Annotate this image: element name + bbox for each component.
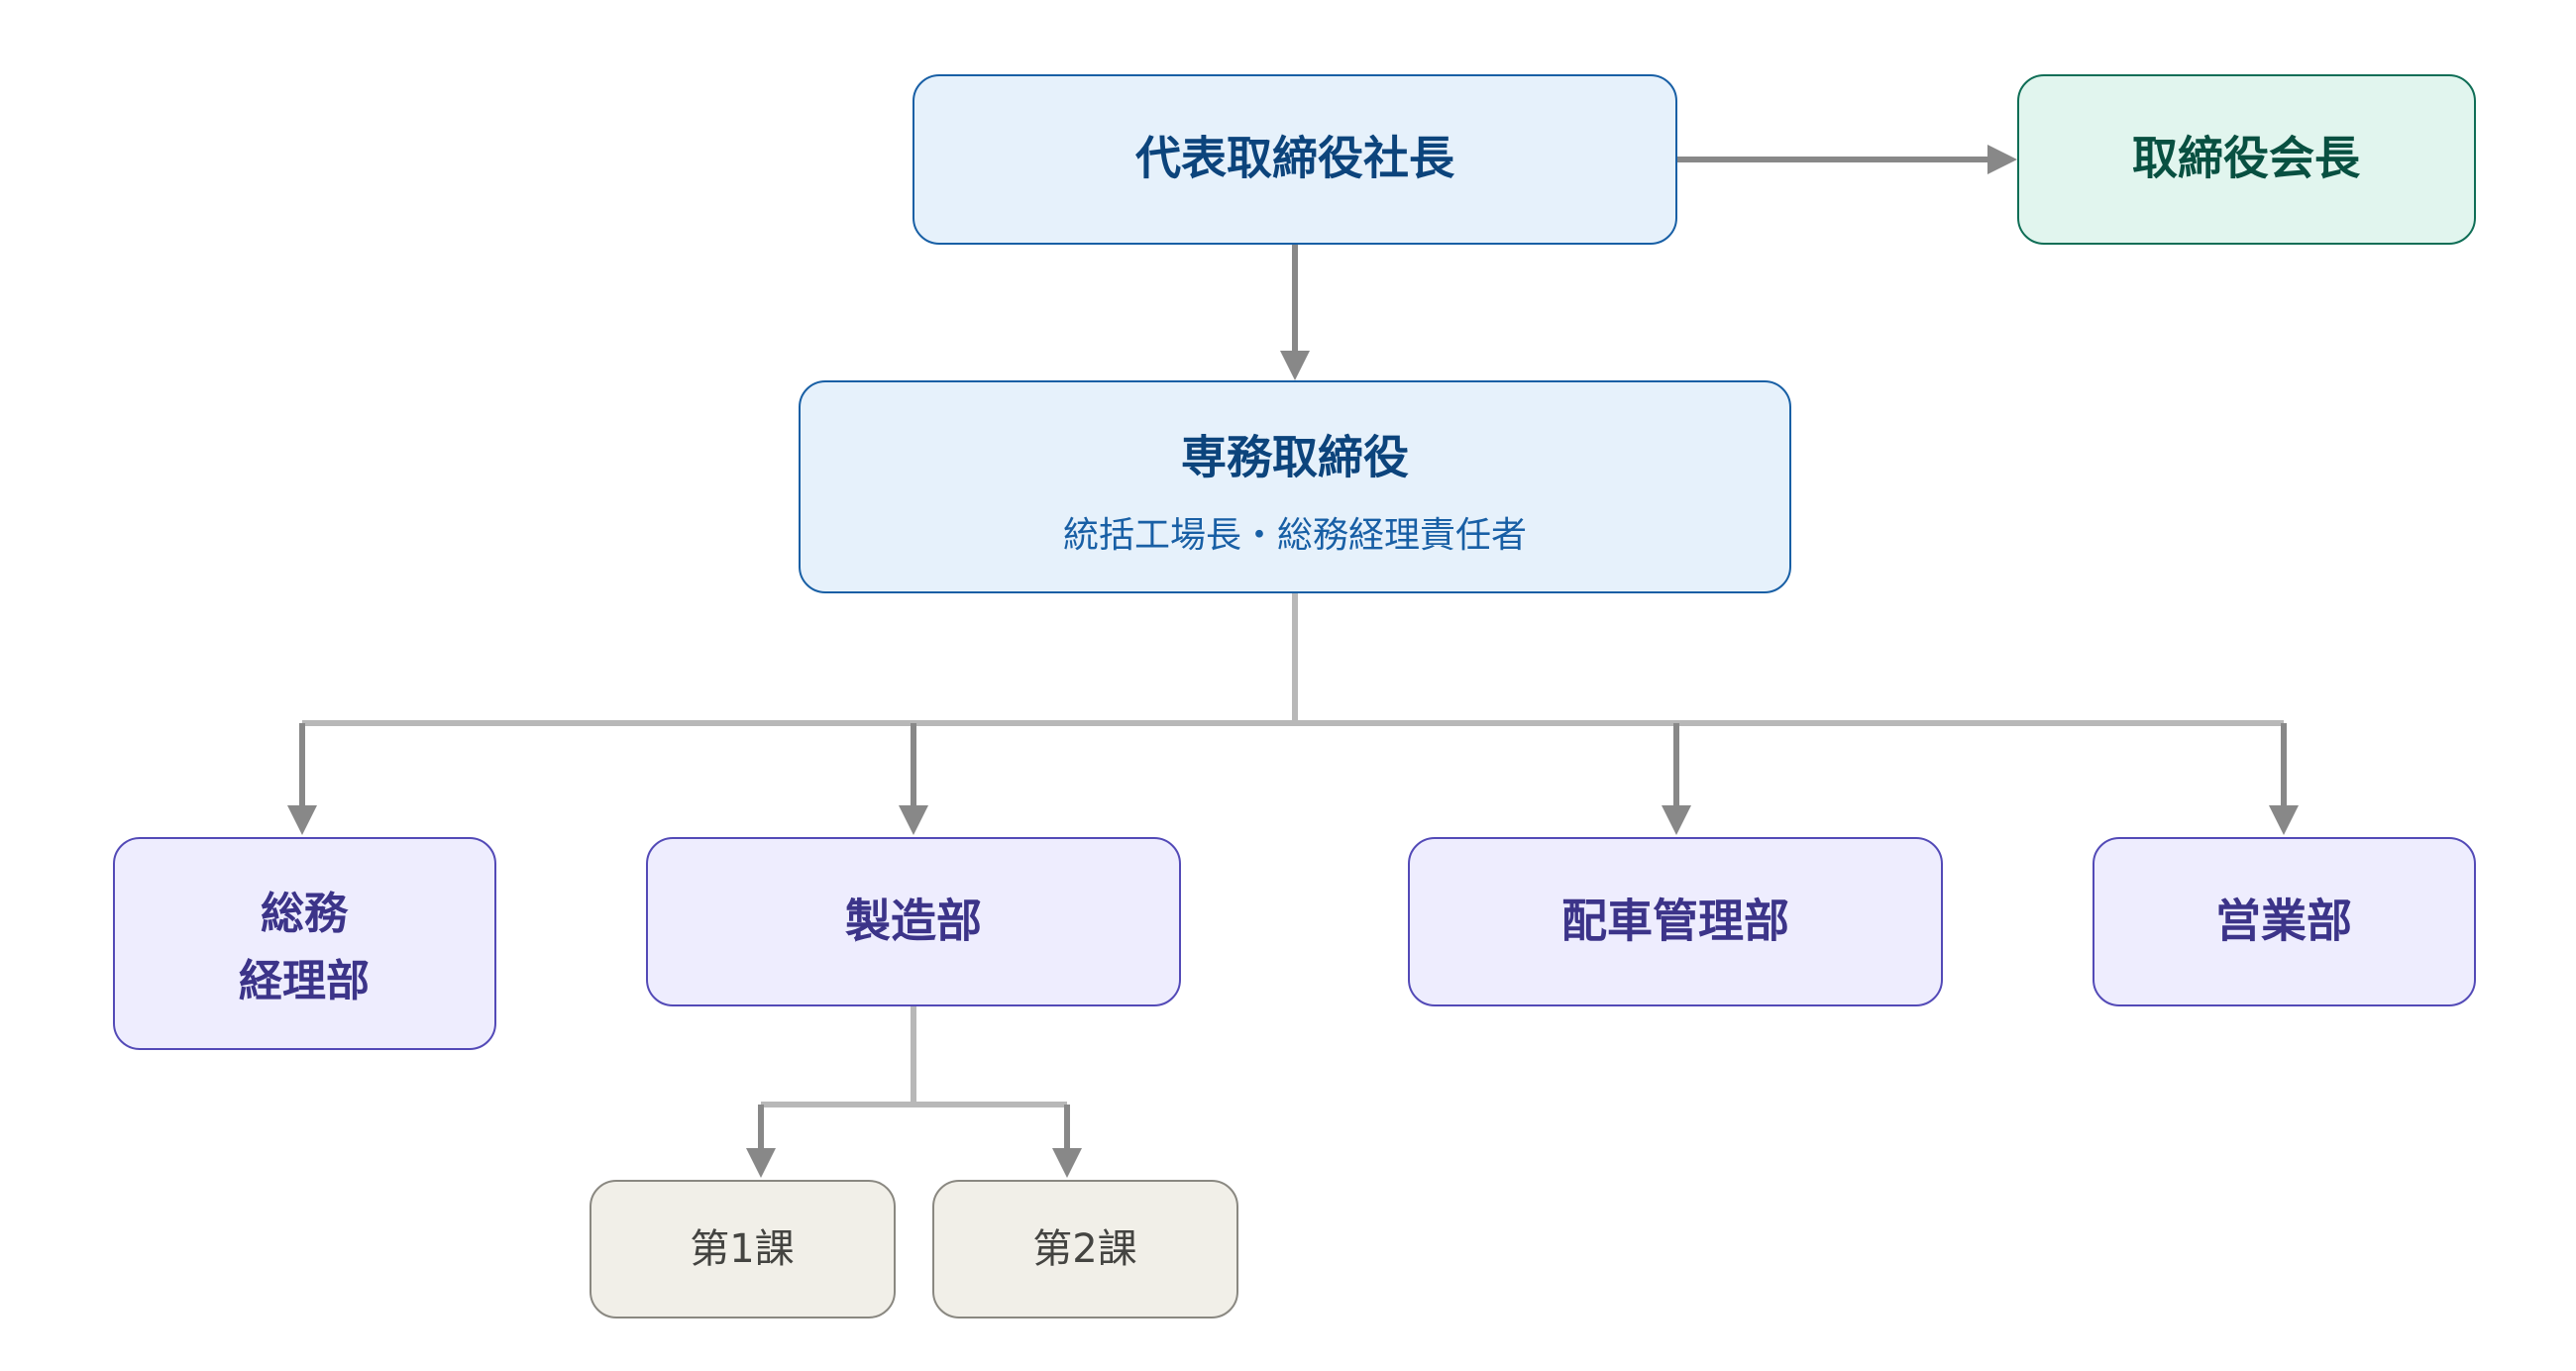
node-chairman-title: 取締役会長	[2132, 132, 2361, 185]
node-president: 代表取締役社長	[912, 74, 1677, 245]
node-dispatch-title: 配車管理部	[1561, 895, 1789, 948]
node-section1-box	[590, 1180, 896, 1318]
node-sales-title: 営業部	[2215, 895, 2352, 948]
node-manufacturing-box	[646, 837, 1181, 1006]
node-section1-title: 第1課	[690, 1226, 794, 1272]
node-section2-title: 第2課	[1032, 1226, 1136, 1272]
node-chairman-box	[2017, 74, 2476, 245]
node-president-box	[912, 74, 1677, 245]
node-senior-director-subtitle: 統括工場長・総務経理責任者	[1063, 515, 1527, 556]
node-general-affairs-box	[113, 837, 496, 1050]
node-senior-director-title: 専務取締役	[1181, 431, 1409, 484]
node-general-affairs: 総務 経理部	[113, 837, 496, 1050]
node-general-affairs-line2: 経理部	[239, 956, 370, 1006]
node-sales-box	[2093, 837, 2476, 1006]
node-senior-director: 専務取締役 統括工場長・総務経理責任者	[799, 380, 1791, 593]
connectors	[287, 145, 2299, 1178]
node-dispatch: 配車管理部	[1408, 837, 1943, 1006]
node-section2-box	[932, 1180, 1238, 1318]
node-manufacturing: 製造部	[646, 837, 1181, 1006]
node-section1: 第1課	[590, 1180, 896, 1318]
node-sales: 営業部	[2093, 837, 2476, 1006]
node-general-affairs-line1: 総務	[261, 889, 349, 939]
node-chairman: 取締役会長	[2017, 74, 2476, 245]
node-section2: 第2課	[932, 1180, 1238, 1318]
node-dispatch-box	[1408, 837, 1943, 1006]
node-senior-director-box	[799, 380, 1791, 593]
node-president-title: 代表取締役社長	[1134, 132, 1455, 185]
node-manufacturing-title: 製造部	[845, 895, 982, 948]
